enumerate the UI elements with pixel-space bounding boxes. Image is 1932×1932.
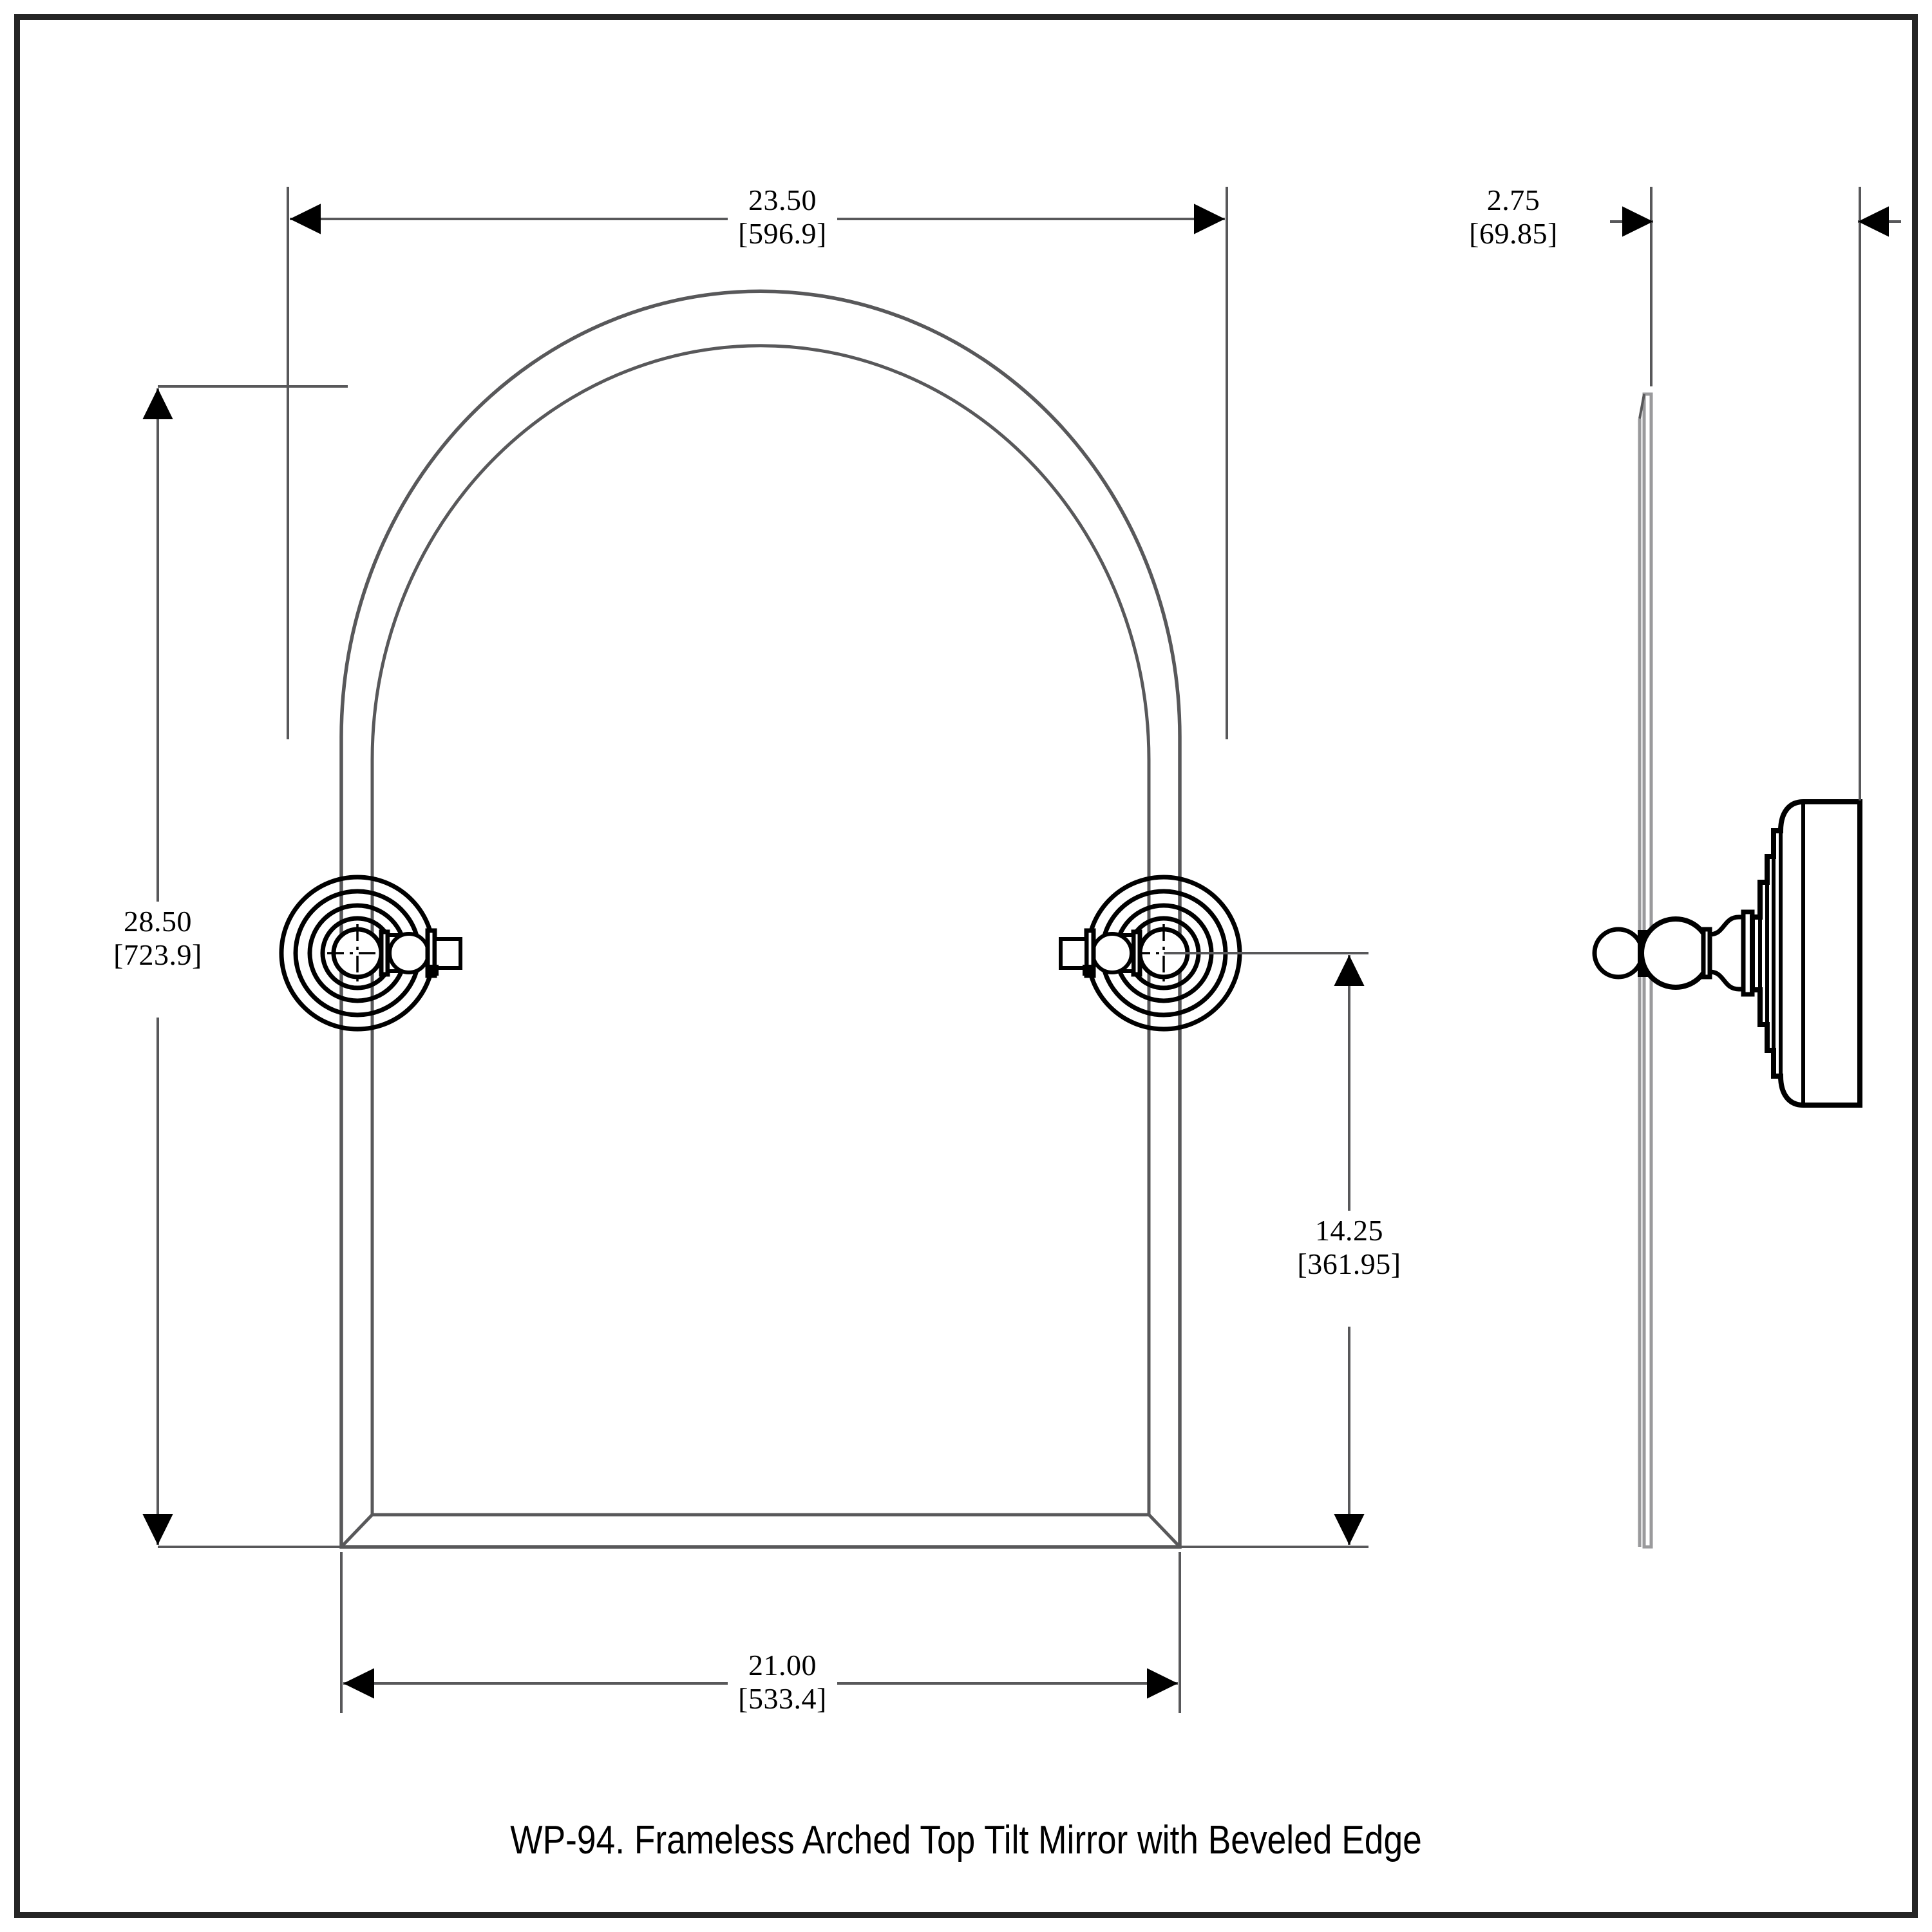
bottom-width-value: 21.00	[748, 1649, 817, 1681]
overall-height-metric: [723.9]	[113, 938, 202, 971]
overall-width-dimension	[287, 187, 1228, 739]
bevel-miter-lines	[340, 1513, 1181, 1548]
overall-height-value: 28.50	[124, 905, 192, 938]
bottom-width-dimension-label: 21.00 [533.4]	[728, 1649, 837, 1715]
drawing-caption: WP-94. Frameless Arched Top Tilt Mirror …	[510, 1818, 1422, 1862]
projection-depth-dimension-label: 2.75 [69.85]	[1449, 184, 1578, 250]
side-view-wall-plate	[1750, 799, 1862, 1108]
projection-depth-dimension	[1610, 187, 1901, 800]
overall-width-dimension-label: 23.50 [596.9]	[728, 184, 837, 250]
pivot-height-metric: [361.95]	[1297, 1247, 1401, 1280]
projection-depth-metric: [69.85]	[1469, 216, 1558, 250]
overall-height-dimension	[142, 385, 348, 1548]
bottom-width-metric: [533.4]	[738, 1681, 827, 1715]
pivot-height-dimension	[1164, 952, 1368, 1548]
pivot-height-dimension-label: 14.25 [361.95]	[1272, 1214, 1426, 1280]
pivot-height-value: 14.25	[1315, 1214, 1383, 1247]
overall-height-dimension-label: 28.50 [723.9]	[93, 905, 222, 971]
bevel-edge-line	[370, 344, 1151, 1517]
mirror-glass	[339, 289, 1182, 1549]
side-view-pivot-knob	[1592, 916, 1712, 990]
overall-width-metric: [596.9]	[738, 216, 827, 250]
projection-depth-value: 2.75	[1486, 184, 1540, 216]
mounting-rosette-left	[279, 875, 462, 1032]
bottom-width-dimension	[340, 1552, 1181, 1713]
overall-width-value: 23.50	[748, 184, 817, 216]
side-view-spindle	[1701, 909, 1755, 997]
